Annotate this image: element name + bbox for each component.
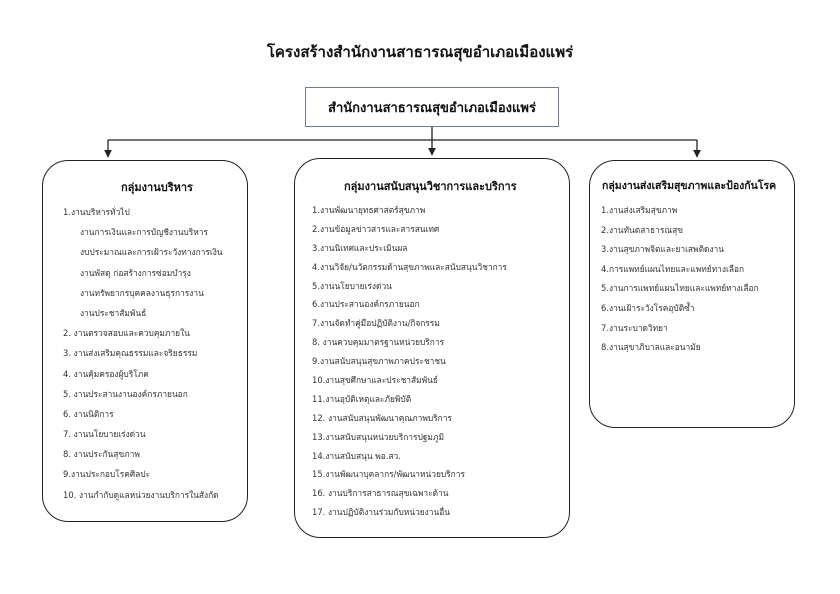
list-item: 7. งานนโยบายเร่งด่วน xyxy=(63,429,146,440)
list-item: 7.งานระบาดวิทยา xyxy=(601,322,668,333)
list-item: 12. งานสนับสนุนพัฒนาคุณภาพบริการ xyxy=(312,412,452,423)
list-item: 4. งานคุ้มครองผู้บริโภค xyxy=(63,368,149,379)
page-title: โครงสร้างสำนักงานสาธารณสุขอำเภอเมืองแพร่ xyxy=(266,43,574,61)
list-item: 9.งานสนับสนุนสุขภาพภาคประชาชน xyxy=(312,356,446,367)
group-promotion-title: กลุ่มงานส่งเสริมสุขภาพและป้องกันโรค xyxy=(602,180,777,192)
list-item: 4.การแพทย์แผนไทยและแพทย์ทางเลือก xyxy=(601,263,745,274)
list-item: 6. งานนิติการ xyxy=(63,408,114,419)
list-item: 6.งานประสานองค์กรภายนอก xyxy=(312,299,420,310)
list-item: 10. งานกำกับดูแลหน่วยงานบริการในสังกัด xyxy=(63,489,219,500)
list-item: 1.งานพัฒนายุทธศาสตร์สุขภาพ xyxy=(312,205,426,215)
list-item: 3.งานสุขภาพจิตและยาเสพติดงาน xyxy=(601,244,724,255)
list-item: งานทรัพยากรบุคคลงานธุรการงาน xyxy=(80,287,204,298)
group-support-list: 1.งานพัฒนายุทธศาสตร์สุขภาพ 2.งานข้อมูลข่… xyxy=(312,201,569,522)
list-item: 2.งานทันตสาธารณสุข xyxy=(601,224,683,235)
list-item: งานประชาสัมพันธ์ xyxy=(80,307,147,318)
list-item: 9.งานประกอบโรคศิลปะ xyxy=(63,469,151,480)
list-item: 15.งานพัฒนาบุคลากร/พัฒนาหน่วยบริการ xyxy=(312,469,465,480)
list-item: 17. งานปฏิบัติงานร่วมกับหน่วยงานอื่น xyxy=(312,507,450,518)
group-admin-title: กลุ่มงานบริหาร xyxy=(121,181,193,194)
top-office-box: สำนักงานสาธารณสุขอำเภอเมืองแพร่ xyxy=(305,87,559,127)
list-item: 6.งานเฝ้าระวังโรคอุบัติซ้ำ xyxy=(601,302,695,313)
list-item: 7.งานจัดทำคู่มือปฏิบัติงาน/กิจกรรม xyxy=(312,318,440,329)
list-item: 5.งานนโยบายเร่งด่วน xyxy=(312,280,392,291)
list-item: งานการเงินและการบัญชีงานบริหาร xyxy=(80,227,208,238)
group-promotion-list: 1.งานส่งเสริมสุขภาพ 2.งานทันตสาธารณสุข 3… xyxy=(601,201,794,358)
list-item: 5.งานการแพทย์แผนไทยและแพทย์ทางเลือก xyxy=(601,283,759,294)
list-item: 5. งานประสานงานองค์กรภายนอก xyxy=(63,388,188,399)
list-item: 8. งานควบคุมมาตรฐานหน่วยบริการ xyxy=(312,337,445,348)
top-office-label: สำนักงานสาธารณสุขอำเภอเมืองแพร่ xyxy=(328,100,536,116)
list-item: 3.งานนิเทศและประเมินผล xyxy=(312,242,408,253)
list-item: 16. งานบริการสาธารณสุขเฉพาะด้าน xyxy=(312,488,449,499)
list-item: 3. งานส่งเสริมคุณธรรมและจริยธรรม xyxy=(63,348,198,359)
list-item: 2.งานข้อมูลข่าวสารและสารสนเทศ xyxy=(312,223,440,234)
group-admin: กลุ่มงานบริหาร 1.งานบริหารทั่วไป งานการเ… xyxy=(42,160,248,522)
group-support: กลุ่มงานสนับสนุนวิชาการและบริการ 1.งานพั… xyxy=(294,158,570,538)
list-item: 11.งานอุบัติเหตุและภัยพิบัติ xyxy=(312,393,412,404)
list-item: 1.งานบริหารทั่วไป xyxy=(63,207,130,217)
list-item: 4.งานวิจัย/นวัตกรรมด้านสุขภาพและสนับสนุน… xyxy=(312,261,507,272)
list-item: งานพัสดุ ก่อสร้างการซ่อมบำรุง xyxy=(80,267,191,278)
list-item: 8. งานประกันสุขภาพ xyxy=(63,449,140,460)
list-item: 10.งานสุขศึกษาและประชาสัมพันธ์ xyxy=(312,375,439,386)
list-item: งบประมาณและการเฝ้าระวังทางการเงิน xyxy=(80,247,223,258)
group-support-title: กลุ่มงานสนับสนุนวิชาการและบริการ xyxy=(344,180,517,193)
list-item: 1.งานส่งเสริมสุขภาพ xyxy=(601,205,678,215)
list-item: 13.งานสนับสนุนหน่วยบริการปฐมภูมิ xyxy=(312,431,444,442)
group-admin-list: 1.งานบริหารทั่วไป งานการเงินและการบัญชีง… xyxy=(63,202,247,505)
list-item: 14.งานสนับสนุน พอ.สว. xyxy=(312,450,401,461)
group-promotion: กลุ่มงานส่งเสริมสุขภาพและป้องกันโรค 1.งา… xyxy=(589,160,795,428)
list-item: 8.งานสุขาภิบาลและอนามัย xyxy=(601,342,701,353)
list-item: 2. งานตรวจสอบและควบคุมภายใน xyxy=(63,328,190,339)
